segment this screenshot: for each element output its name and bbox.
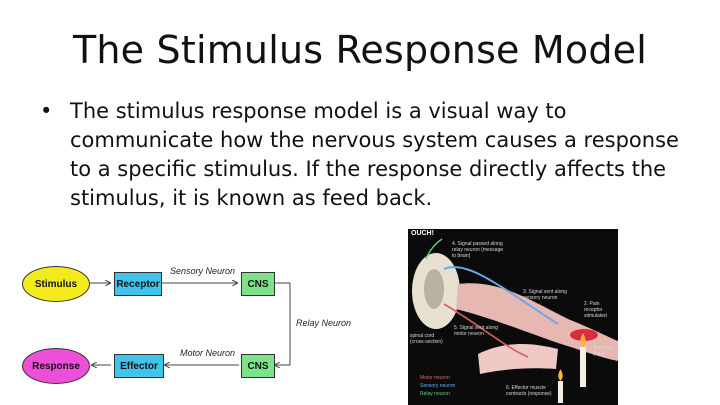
step3-label: 3. Signal sent along sensory neuron (523, 289, 567, 301)
effector-node: Effector (114, 354, 164, 378)
relay-neuron-label: Relay Neuron (296, 318, 352, 328)
response-node: Response (22, 348, 90, 384)
step6-label: 6. Effector muscle contracts (response) (506, 385, 552, 397)
arrow-relay-connector (274, 282, 291, 365)
legend-motor: Motor neuron (420, 375, 450, 381)
step2-label: 2. Pain receptor stimulated (584, 301, 607, 319)
step5-label: 5. Signal sent along motor neuron (454, 325, 498, 337)
slide-title: The Stimulus Response Model (72, 28, 648, 72)
cns-top-node: CNS (241, 272, 275, 296)
sensory-neuron-label: Sensory Neuron (170, 266, 236, 276)
reflex-arc-image: OUCH! 4. Signal passed along relay neuro… (408, 229, 618, 405)
legend-relay: Relay neuron (420, 391, 450, 397)
bullet-point: • The stimulus response model is a visua… (40, 97, 700, 213)
spinal-cord-label: spinal cord (cross-section) (410, 333, 443, 345)
diagram-arrows (90, 258, 291, 398)
cns-bottom-node: CNS (241, 354, 275, 378)
step4-label: 4. Signal passed along relay neuron (mes… (452, 241, 504, 259)
bullet-text: The stimulus response model is a visual … (70, 99, 679, 210)
legend-sensory: Sensory neuron (420, 383, 456, 389)
receptor-node: Receptor (114, 272, 162, 296)
stimulus-response-diagram: Stimulus Receptor Sensory Neuron CNS Rel… (20, 258, 352, 398)
motor-neuron-label: Motor Neuron (180, 348, 236, 358)
step1-label: 1. Stimulus (heat) (593, 339, 613, 357)
bullet-dot: • (40, 99, 53, 123)
reflex-arc-illustration (412, 238, 618, 403)
stimulus-node: Stimulus (22, 266, 90, 302)
ouch-label: OUCH! (411, 230, 434, 237)
